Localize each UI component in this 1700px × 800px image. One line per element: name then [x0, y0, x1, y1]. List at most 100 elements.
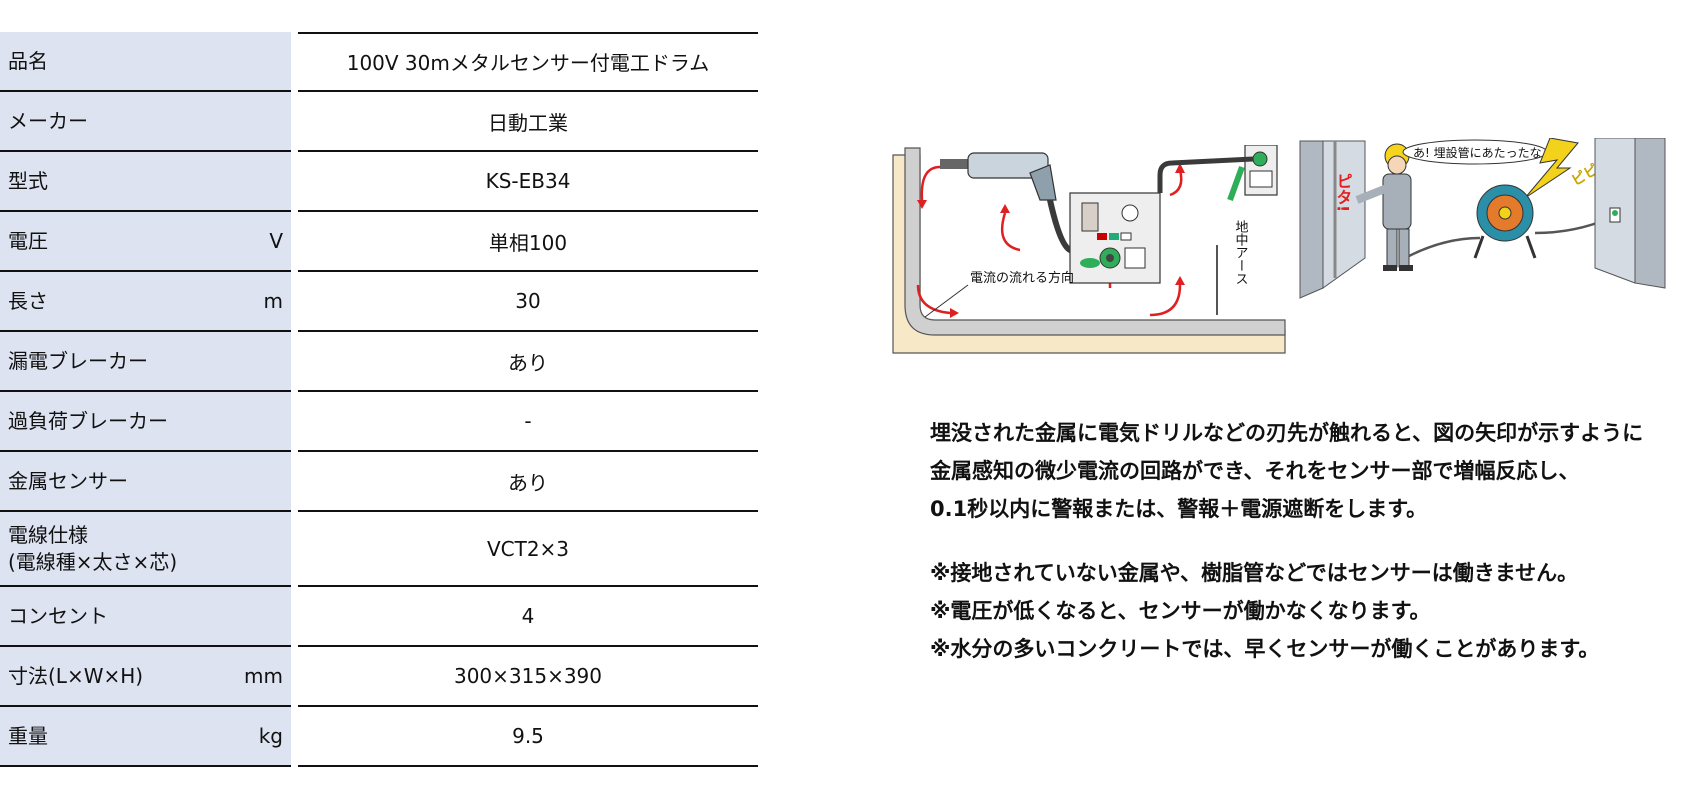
drill-icon: [940, 152, 1057, 201]
worker-alarm-diagram: ピタ! あ! 埋設管にあたったな ピピーピー: [1299, 138, 1666, 299]
spec-label: 重量: [8, 723, 48, 748]
row-rule: [0, 585, 291, 587]
spec-label: コンセント: [8, 603, 108, 628]
worker-speech: あ! 埋設管にあたったな: [1413, 145, 1542, 160]
spec-label: 過負荷ブレーカー: [8, 408, 168, 433]
table-row: 電線仕様 (電線種×太さ×芯) VCT2×3: [0, 512, 758, 587]
row-rule: [0, 765, 291, 767]
notes-paragraph: ※接地されていない金属や、樹脂管などではセンサーは働きません。 ※電圧が低くなる…: [930, 554, 1599, 668]
row-rule: [0, 270, 291, 272]
spec-value: あり: [508, 470, 548, 495]
spec-value-cell: あり: [298, 452, 758, 510]
spec-label-cell: 寸法(L×W×H) mm: [0, 647, 291, 705]
spec-label: 寸法(L×W×H): [8, 663, 144, 688]
row-rule: [298, 585, 758, 587]
spec-label-cell: コンセント: [0, 587, 291, 645]
row-rule: [298, 150, 758, 152]
description-line: 0.1秒以内に警報または、警報＋電源遮断をします。: [930, 497, 1428, 521]
spec-label: 金属センサー: [8, 468, 128, 493]
row-rule: [0, 90, 291, 92]
row-rule: [0, 645, 291, 647]
spec-label: 電線仕様 (電線種×太さ×芯): [8, 522, 178, 574]
power-cord: [1157, 156, 1254, 193]
drill-current-diagram: 地中アース 電流の流れる方向: [892, 145, 1286, 354]
spec-unit: m: [263, 289, 283, 313]
spec-label-cell: 過負荷ブレーカー: [0, 392, 291, 450]
spec-label: 型式: [8, 168, 48, 193]
spec-label: 漏電ブレーカー: [8, 348, 148, 373]
left-wall-face: [1322, 140, 1366, 289]
spec-value: あり: [508, 350, 548, 375]
spec-value-cell: 単相100: [298, 212, 758, 270]
spec-value-cell: 30: [298, 272, 758, 330]
spec-value: 日動工業: [488, 110, 568, 135]
spec-value: 100V 30mメタルセンサー付電工ドラム: [346, 50, 710, 75]
spec-value-cell: 日動工業: [298, 92, 758, 150]
table-row: メーカー 日動工業: [0, 92, 758, 152]
row-rule: [0, 705, 291, 707]
description-line: 埋没された金属に電気ドリルなどの刃先が触れると、図の矢印が示すように: [930, 421, 1644, 445]
spec-value-cell: 4: [298, 587, 758, 645]
note-line: ※水分の多いコンクリートでは、早くセンサーが働くことがあります。: [930, 637, 1600, 661]
current-direction-label: 電流の流れる方向: [970, 270, 1074, 286]
spec-value: VCT2×3: [486, 536, 570, 561]
right-plug: [1612, 210, 1618, 216]
table-row: 品名 100V 30mメタルセンサー付電工ドラム: [0, 32, 758, 92]
row-rule: [0, 450, 291, 452]
spec-label-cell: 漏電ブレーカー: [0, 332, 291, 390]
row-rule: [298, 210, 758, 212]
outlet-plug: [1227, 165, 1245, 202]
spec-label-cell: メーカー: [0, 92, 291, 150]
spec-label-cell: 電線仕様 (電線種×太さ×芯): [0, 512, 291, 585]
spec-unit: V: [269, 229, 283, 253]
spec-value: 300×315×390: [453, 664, 603, 688]
table-top-rule: [298, 32, 758, 34]
row-rule: [298, 510, 758, 512]
buried-pipe: [904, 147, 1286, 336]
table-row: 寸法(L×W×H) mm 300×315×390: [0, 647, 758, 707]
speech-bubble: あ! 埋設管にあたったな: [1402, 139, 1548, 165]
row-rule: [0, 330, 291, 332]
table-row: 型式 KS-EB34: [0, 152, 758, 212]
row-rule: [298, 90, 758, 92]
leader-line: [924, 284, 969, 318]
row-rule: [0, 510, 291, 512]
spec-value-cell: あり: [298, 332, 758, 390]
spec-value-cell: KS-EB34: [298, 152, 758, 210]
spec-value-cell: VCT2×3: [298, 512, 758, 585]
spec-value: 9.5: [512, 724, 544, 748]
spec-value: -: [524, 409, 532, 433]
note-line: ※接地されていない金属や、樹脂管などではセンサーは働きません。: [930, 561, 1579, 585]
table-row: コンセント 4: [0, 587, 758, 647]
spec-label-cell: 金属センサー: [0, 452, 291, 510]
row-rule: [0, 210, 291, 212]
row-rule: [298, 390, 758, 392]
row-rule: [298, 765, 758, 767]
spec-unit: mm: [244, 664, 283, 688]
cord-reel-icon: [1473, 184, 1537, 259]
description-line: 金属感知の微少電流の回路ができ、それをセンサー部で増幅反応し、: [930, 459, 1580, 483]
wall-outlet: [1244, 145, 1278, 196]
description-paragraph: 埋没された金属に電気ドリルなどの刃先が触れると、図の矢印が示すように 金属感知の…: [930, 414, 1643, 528]
spec-value-cell: -: [298, 392, 758, 450]
spec-value-cell: 300×315×390: [298, 647, 758, 705]
left-wall: [1299, 140, 1324, 299]
plug: [1080, 258, 1100, 268]
table-row: 金属センサー あり: [0, 452, 758, 512]
spec-label-cell: 品名: [0, 32, 291, 90]
spec-value: 4: [521, 604, 535, 628]
spec-label: 長さ: [8, 288, 48, 313]
table-row: 長さ m 30: [0, 272, 758, 332]
row-rule: [298, 645, 758, 647]
row-rule: [298, 450, 758, 452]
spec-value-cell: 9.5: [298, 707, 758, 765]
sound-effect-left: ピタ!: [1334, 173, 1353, 212]
right-wall-side: [1634, 138, 1666, 289]
row-rule: [0, 150, 291, 152]
spec-value-cell: 100V 30mメタルセンサー付電工ドラム: [298, 32, 758, 90]
sensor-unit: [1069, 192, 1161, 284]
